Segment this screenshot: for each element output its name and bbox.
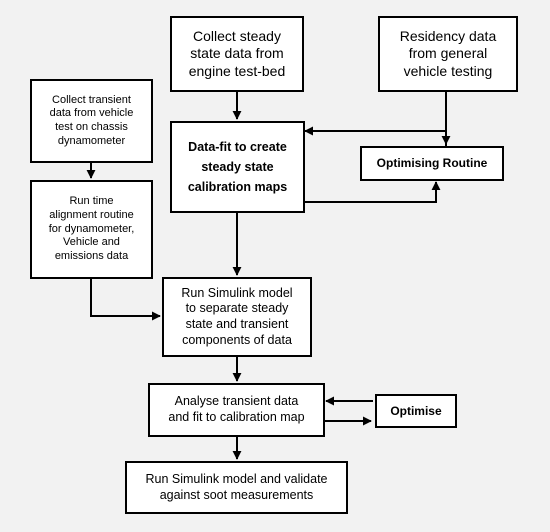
node-data-fit: Data-fit to create steady state calibrat… (170, 121, 305, 213)
node-analyse-transient: Analyse transient data and fit to calibr… (148, 383, 325, 437)
node-optimise: Optimise (375, 394, 457, 428)
node-optimise-label: Optimise (390, 403, 442, 418)
node-collect-transient-label: Collect transient data from vehicle test… (49, 93, 134, 147)
node-validate-label: Run Simulink model and validate against … (145, 471, 328, 502)
edge-time-alignment-to-simulink (90, 278, 161, 321)
node-collect-steady-state: Collect steady state data from engine te… (170, 16, 304, 92)
edge-data-fit-to-optimising (305, 181, 441, 203)
node-optimising-routine-label: Optimising Routine (376, 156, 488, 170)
node-time-alignment: Run time alignment routine for dynamomet… (30, 180, 153, 279)
node-residency-data-label: Residency data from general vehicle test… (399, 27, 497, 79)
node-validate: Run Simulink model and validate against … (125, 461, 348, 514)
node-analyse-transient-label: Analyse transient data and fit to calibr… (168, 394, 305, 424)
node-data-fit-label: Data-fit to create steady state calibrat… (187, 140, 288, 194)
node-optimising-routine: Optimising Routine (360, 146, 504, 181)
node-time-alignment-label: Run time alignment routine for dynamomet… (48, 195, 135, 263)
node-collect-transient: Collect transient data from vehicle test… (30, 79, 153, 163)
node-residency-data: Residency data from general vehicle test… (378, 16, 518, 92)
node-collect-steady-state-label: Collect steady state data from engine te… (188, 27, 286, 79)
node-simulink-separate: Run Simulink model to separate steady st… (162, 277, 312, 357)
node-simulink-separate-label: Run Simulink model to separate steady st… (181, 285, 293, 347)
edge-optimising-to-data-fit (304, 126, 447, 147)
